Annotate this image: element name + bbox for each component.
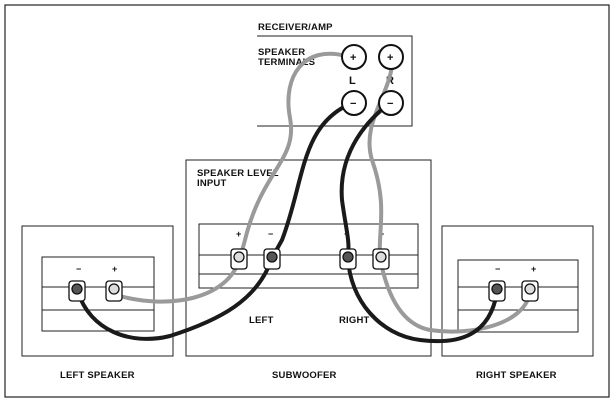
- speaker-terminals-label-2: TERMINALS: [258, 57, 315, 68]
- subwoofer-name: SUBWOOFER: [272, 370, 337, 381]
- receiver-outline: [257, 35, 413, 127]
- sub-left-plus-post: [230, 248, 248, 270]
- left-speaker-name: LEFT SPEAKER: [60, 370, 135, 381]
- subwoofer-right-label: RIGHT: [339, 315, 370, 326]
- left-speaker: − + LEFT SPEAKER: [21, 225, 174, 381]
- positive-wires: [114, 51, 532, 334]
- svg-text:+: +: [387, 52, 393, 64]
- right-speaker-panel: [457, 259, 579, 333]
- right-speaker-minus-post: [488, 280, 506, 302]
- svg-text:+: +: [350, 52, 356, 64]
- sub-right-minus-post: [339, 248, 357, 270]
- right-speaker-outline: [441, 225, 594, 357]
- left-speaker-plus-post: [105, 280, 123, 302]
- sub-left-plus-sign: +: [236, 229, 241, 239]
- left-speaker-minus-sign: −: [76, 264, 81, 274]
- right-speaker-minus-sign: −: [495, 264, 500, 274]
- receiver-terminals: + + − −: [341, 44, 404, 116]
- subwoofer: SPEAKER LEVEL INPUT LEFT RIGHT SUBWOOFER…: [185, 159, 432, 381]
- right-speaker-plus-post: [521, 280, 539, 302]
- right-speaker-name: RIGHT SPEAKER: [476, 370, 557, 381]
- receiver-left-channel-label: L: [349, 75, 356, 87]
- receiver-right-negative-terminal: −: [378, 90, 404, 116]
- subwoofer-terminal-panel: [198, 223, 419, 289]
- receiver-left-positive-terminal: +: [341, 44, 367, 70]
- diagram-frame: [4, 4, 610, 398]
- speaker-terminals-label-1: SPEAKER: [258, 47, 305, 58]
- right-speaker-plus-sign: +: [531, 264, 536, 274]
- receiver-left-negative-terminal: −: [341, 90, 367, 116]
- negative-wires: [76, 101, 499, 344]
- receiver-title: RECEIVER/AMP: [258, 22, 333, 33]
- left-speaker-panel: [41, 256, 155, 332]
- wire-left-negative: [76, 101, 354, 341]
- svg-text:−: −: [387, 98, 393, 110]
- speaker-level-input-label-1: SPEAKER LEVEL: [197, 168, 279, 179]
- sub-right-plus-post: [372, 248, 390, 270]
- left-speaker-plus-sign: +: [112, 264, 117, 274]
- wire-left-positive: [114, 51, 348, 304]
- left-speaker-minus-post: [68, 280, 86, 302]
- right-speaker: − + RIGHT SPEAKER: [441, 225, 594, 381]
- subwoofer-left-label: LEFT: [249, 315, 274, 326]
- receiver-right-positive-terminal: +: [378, 44, 404, 70]
- wire-right-negative: [339, 101, 499, 344]
- sub-left-minus-sign: −: [268, 229, 273, 239]
- speaker-level-input-label-2: INPUT: [197, 178, 227, 189]
- subwoofer-outline: [185, 159, 432, 357]
- sub-left-minus-post: [263, 248, 281, 270]
- left-speaker-outline: [21, 225, 174, 357]
- binding-posts: [68, 248, 539, 302]
- svg-text:−: −: [350, 98, 356, 110]
